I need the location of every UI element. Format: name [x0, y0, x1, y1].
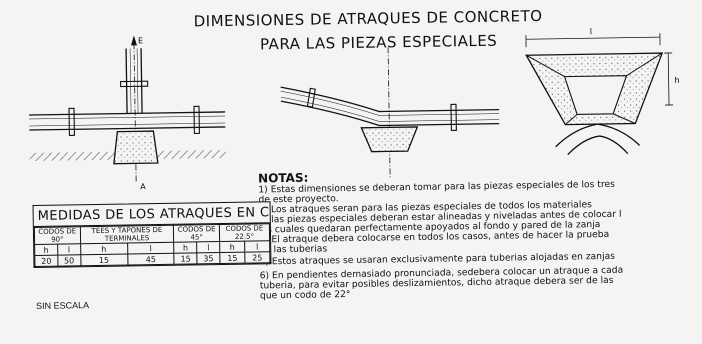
- concrete-block-middle: [361, 127, 417, 152]
- thrust-block-perspective: [526, 33, 674, 155]
- subheader-cell: h: [174, 242, 197, 253]
- subheader-cell: l: [57, 244, 80, 255]
- value-cell: 15: [80, 254, 127, 266]
- value-cell: 20: [35, 255, 58, 266]
- subheader-cell: h: [35, 244, 58, 255]
- value-cell: 15: [174, 253, 197, 264]
- value-cell: 35: [197, 253, 220, 264]
- value-cell: 25: [245, 252, 270, 263]
- dimensions-table: MEDIDAS DE LOS ATRAQUES EN CM CODOS DE 9…: [33, 201, 272, 268]
- scale-note: SIN ESCALA: [36, 300, 89, 311]
- concrete-block-left: [113, 131, 157, 164]
- bend-elevation-view: [280, 46, 500, 181]
- dimension-label-height: h: [675, 76, 680, 85]
- note-line: que un codo de 22°: [260, 290, 351, 301]
- value-cell: 15: [220, 252, 245, 263]
- value-cell: 45: [127, 253, 174, 265]
- subheader-cell: l: [127, 242, 174, 254]
- dimension-label-width: l: [590, 27, 592, 36]
- group-header: CODOS DE 45°: [174, 225, 220, 243]
- axis-label-bottom: A: [140, 182, 146, 191]
- subheader-cell: l: [245, 241, 270, 252]
- dimensions-grid: CODOS DE 90° TEES Y TAPONES DE TERMINALE…: [34, 223, 271, 267]
- group-header: CODOS DE 90°: [34, 227, 80, 245]
- group-header: CODOS DE 22.5°: [219, 224, 269, 242]
- table-row: 20 50 15 45 15 35 15 25: [35, 252, 270, 267]
- axis-label-top: E: [138, 36, 143, 45]
- subheader-cell: h: [220, 241, 245, 252]
- group-header: TEES Y TAPONES DE TERMINALES: [80, 225, 174, 243]
- value-cell: 50: [58, 255, 81, 266]
- subheader-cell: h: [80, 243, 127, 255]
- subheader-cell: l: [197, 242, 220, 253]
- tee-plan-view: [28, 34, 226, 185]
